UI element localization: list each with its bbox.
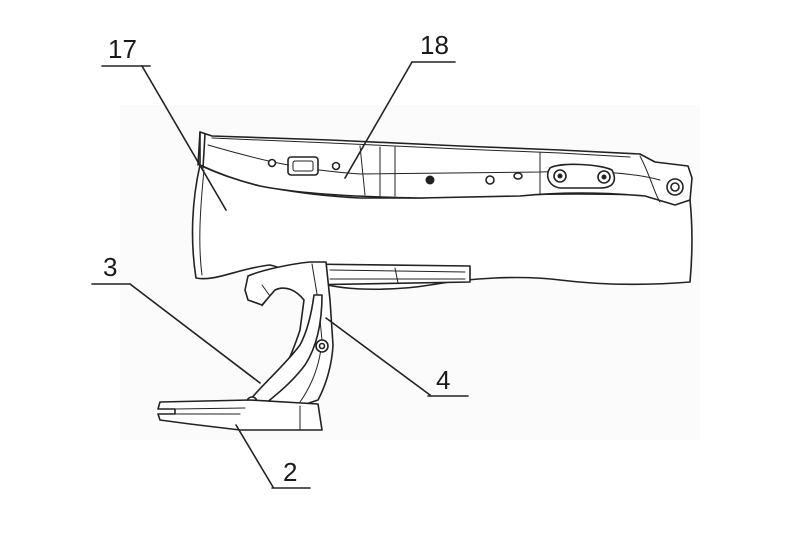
label-18: 18 bbox=[411, 30, 456, 63]
label-17: 17 bbox=[101, 34, 151, 67]
leader-4 bbox=[325, 317, 431, 396]
label-2: 2 bbox=[271, 457, 311, 489]
label-2-text: 2 bbox=[283, 457, 297, 487]
label-18-text: 18 bbox=[420, 30, 449, 60]
rail-hole bbox=[267, 158, 277, 168]
rail-hole bbox=[485, 175, 495, 185]
leader-3 bbox=[129, 283, 261, 384]
rail-hole bbox=[513, 172, 523, 180]
label-3-text: 3 bbox=[103, 252, 117, 282]
rail-hole bbox=[425, 175, 435, 185]
part-18-rail bbox=[197, 131, 693, 206]
leader-2 bbox=[235, 424, 274, 488]
label-4-text: 4 bbox=[436, 365, 450, 395]
leader-18 bbox=[344, 61, 413, 179]
part-2-base-plate bbox=[157, 399, 323, 431]
rail-hole bbox=[331, 161, 341, 171]
leader-17 bbox=[141, 65, 227, 211]
label-4: 4 bbox=[427, 365, 469, 397]
label-3: 3 bbox=[91, 252, 131, 285]
label-17-text: 17 bbox=[108, 34, 137, 64]
leader-lines bbox=[129, 61, 431, 488]
